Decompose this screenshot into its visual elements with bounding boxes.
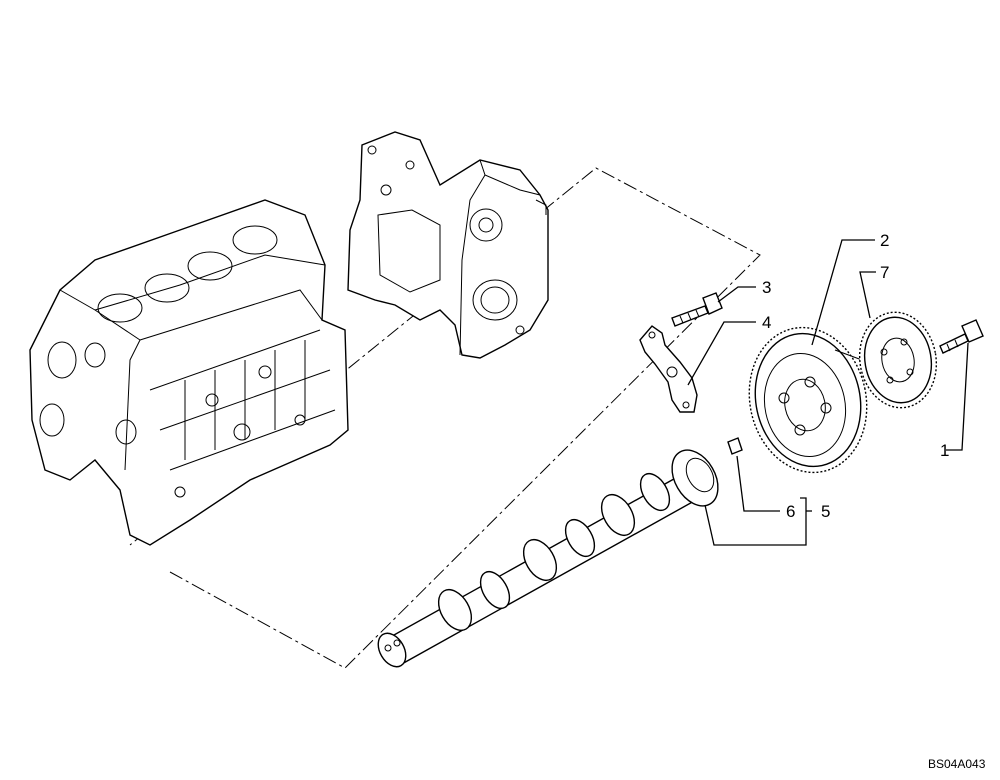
callout-7: 7 [880, 263, 889, 282]
callout-2: 2 [880, 231, 889, 250]
callout-3: 3 [762, 278, 771, 297]
callout-5: 5 [821, 502, 830, 521]
bolt-part-3 [671, 292, 723, 327]
callout-1: 1 [940, 441, 949, 460]
timing-gear-housing [347, 131, 549, 359]
dowel-pin-part-6 [727, 437, 743, 455]
callout-6: 6 [786, 502, 795, 521]
reference-code: BS04A043 [928, 757, 986, 771]
engine-block [29, 199, 349, 546]
gear-part-7 [858, 311, 938, 409]
callout-4: 4 [762, 313, 771, 332]
bolt-part-1 [939, 319, 984, 354]
leader-lines [687, 239, 969, 546]
thrust-plate-part-4 [639, 325, 698, 413]
camshaft-gear-part-2 [748, 326, 868, 474]
camshaft-part-5 [377, 449, 719, 668]
